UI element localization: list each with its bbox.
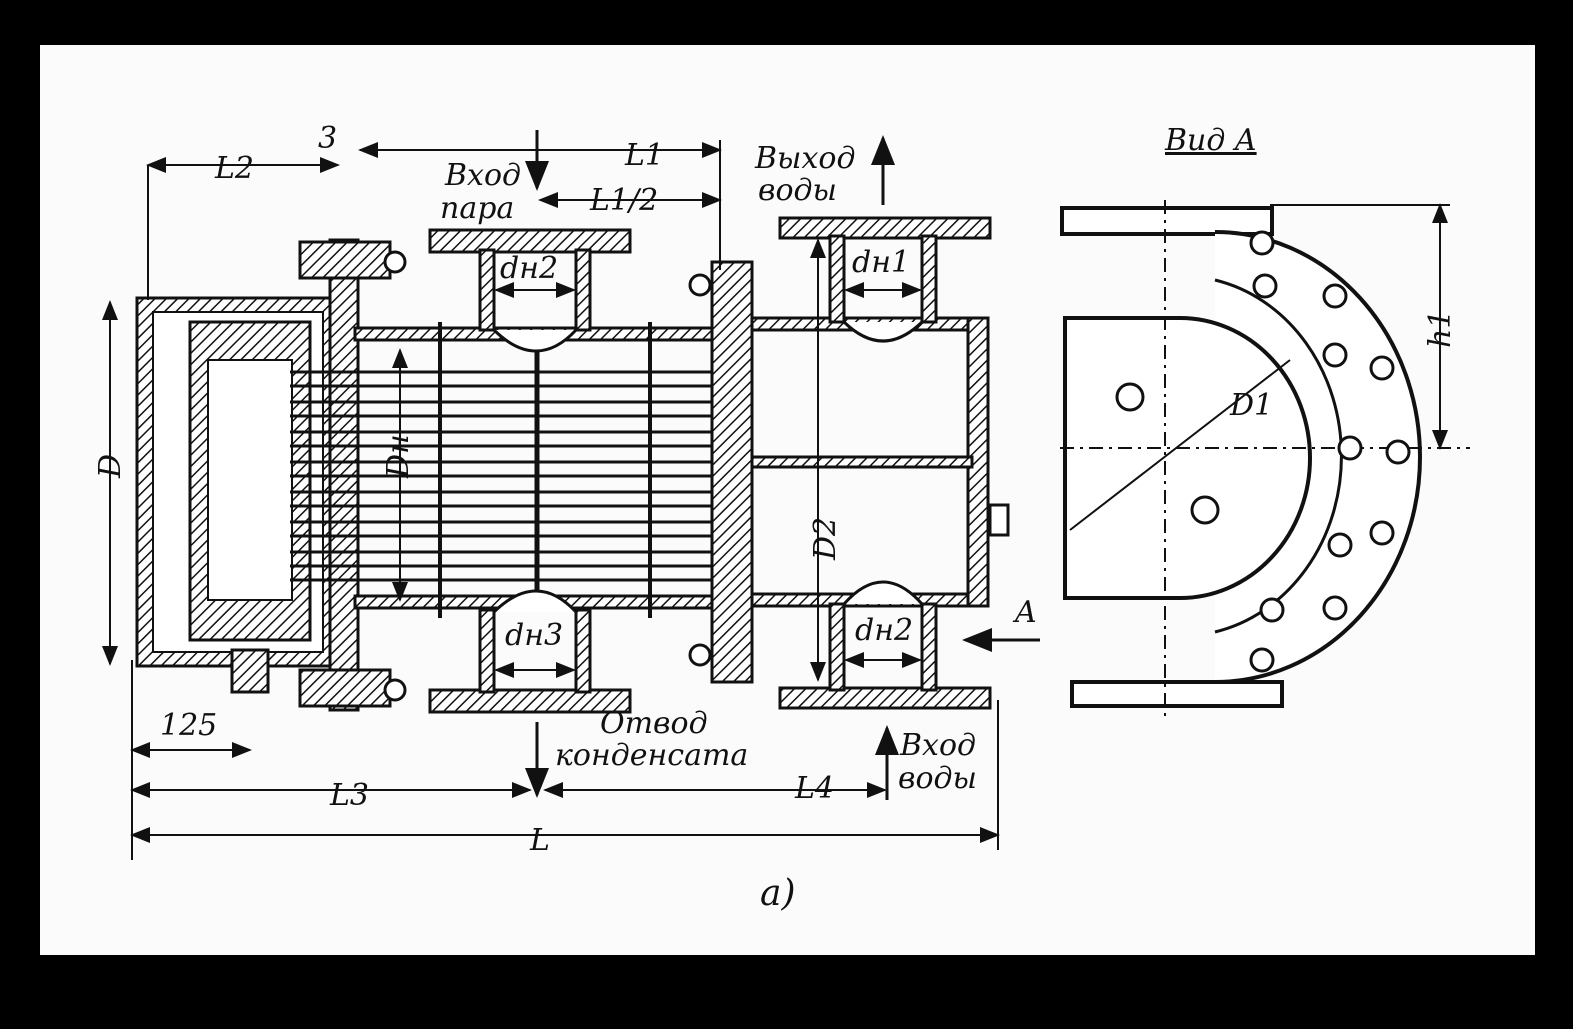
dim-dn3: dн3 [505,618,563,653]
water-in-label-1: Вход [899,728,976,763]
dim-dn2-top: dн2 [500,251,558,286]
dim-L3: L3 [329,778,369,813]
right-tube-sheet [710,260,754,684]
steam-in-label-1: Вход [444,158,521,193]
dim-D: D [93,454,128,479]
view-arrow-label: A [1012,595,1037,630]
main-section-view [135,216,1010,714]
condensate-label-2: конденсата [555,738,748,773]
dim-D2: D2 [808,517,843,561]
water-inlet-flange [778,686,992,710]
dim-L4: L4 [794,771,834,806]
water-out-label-2: воды [758,173,837,208]
dim-L2: L2 [214,151,254,186]
dim-dn1: dн1 [852,245,910,280]
water-out-label-1: Выход [754,141,855,176]
water-outlet-flange [778,216,992,240]
dim-L: L [529,823,550,858]
figure-caption: a) [760,873,796,914]
dim-L1-half: L1/2 [589,183,658,218]
condensate-flange [428,688,632,714]
partition-plate [750,455,974,469]
dimension-lines [102,140,1000,860]
condensate-label-1: Отвод [600,706,708,741]
view-a-title: Вид A [1164,123,1257,158]
dim-L1: L1 [624,138,664,173]
dim-h1: h1 [1423,310,1458,348]
dim-D1: D1 [1229,388,1273,423]
dim-Dn: Dн [381,434,416,479]
dim-125: 125 [160,708,217,743]
tube-sheet-circle [1063,316,1312,600]
view-a [1060,200,1470,720]
steam-inlet-flange [428,228,632,254]
text-labels: Вход пара Выход воды Отвод конденсата Вх… [93,121,1458,914]
water-in-label-2: воды [898,761,977,796]
flange-bolt-holes [1249,230,1411,673]
steam-in-label-2: пара [440,191,514,226]
dim-dn2-bottom: dн2 [855,613,913,648]
flow-arrows [525,130,1040,800]
tube-bundle [290,370,750,582]
dim-gap: 3 [318,121,337,156]
